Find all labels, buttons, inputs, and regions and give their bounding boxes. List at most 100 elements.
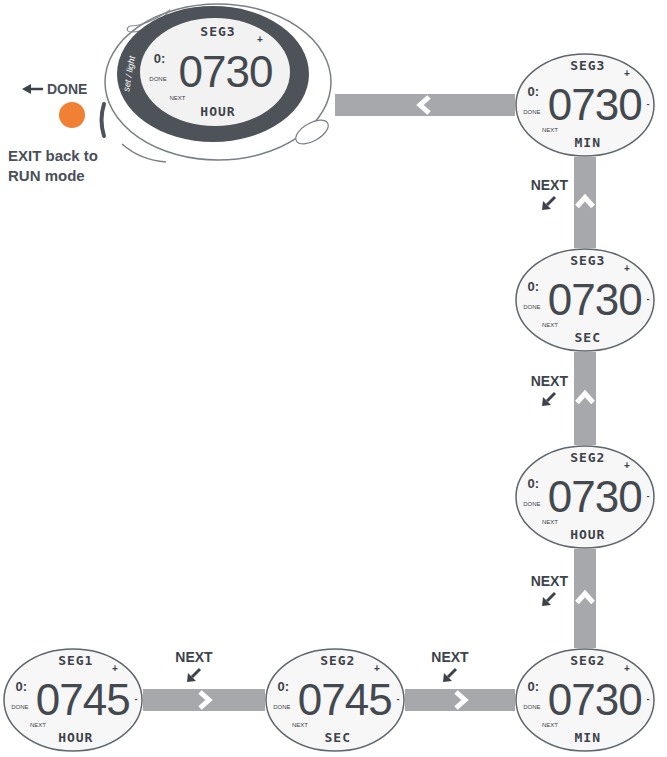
display-digits: 0730	[548, 83, 642, 127]
note-text: EXIT back to RUN mode	[8, 146, 108, 185]
display-zero: 0:	[277, 680, 289, 694]
watch-body: SEG30:0730HOUR+DONENEXTset / light	[100, 2, 335, 162]
next-arrow-icon	[442, 667, 458, 683]
display-done: DONE	[11, 704, 28, 711]
display-plus: +	[624, 263, 630, 274]
next-label: NEXT	[175, 650, 212, 665]
watch-display: SEG3 0: 0730MIN + DONE NEXT -	[515, 53, 655, 157]
connector-chevron	[577, 594, 593, 603]
next-arrow-icon	[541, 591, 557, 607]
display-done: DONE	[523, 304, 540, 311]
display-minus: -	[397, 695, 400, 705]
display-zero: 0:	[15, 680, 27, 694]
flow-connector	[335, 97, 515, 113]
display-minus: -	[135, 695, 138, 705]
flow-connector	[577, 352, 593, 445]
display-digits: 0745	[298, 678, 392, 722]
display-plus: +	[624, 68, 630, 79]
display-unit: HOUR	[200, 105, 235, 119]
edge-label: NEXT	[175, 650, 212, 683]
display-digits: 0730	[548, 278, 642, 322]
next-arrow-icon	[541, 195, 557, 211]
connector-band	[574, 157, 596, 248]
done-button	[59, 102, 85, 128]
display-seg: SEG1	[58, 654, 93, 668]
display-next: NEXT	[542, 127, 558, 134]
display-next: NEXT	[542, 722, 558, 729]
display-plus: +	[624, 663, 630, 674]
flow-connector	[143, 692, 265, 708]
connector-chevron	[456, 692, 465, 708]
connector-band	[574, 352, 596, 445]
button-label: DONE	[47, 80, 87, 98]
display-done: DONE	[149, 76, 166, 83]
connector-band	[335, 94, 515, 116]
connector-band	[143, 689, 265, 711]
display-next: NEXT	[169, 95, 185, 102]
display-seg: SEG3	[200, 25, 235, 39]
display-next: NEXT	[30, 722, 46, 729]
display-seg: SEG3	[570, 59, 605, 73]
watch-display: SEG2 0: 0745SEC + DONE NEXT -	[265, 648, 405, 752]
flow-connector	[577, 549, 593, 648]
next-arrow-icon	[541, 391, 557, 407]
connector-chevron	[577, 394, 593, 403]
display-digits: 0730	[179, 50, 273, 94]
display-done: DONE	[273, 704, 290, 711]
display-seg: SEG2	[320, 654, 355, 668]
display-zero: 0:	[527, 85, 539, 99]
flow-connector	[577, 157, 593, 248]
edge-label: NEXT	[531, 374, 568, 407]
display-digits: 0730	[548, 475, 642, 519]
connector-band	[574, 549, 596, 648]
display-plus: +	[374, 663, 380, 674]
display-minus: -	[647, 295, 650, 305]
display-zero: 0:	[154, 52, 166, 66]
display-done: DONE	[523, 501, 540, 508]
edge-label: NEXT	[531, 178, 568, 211]
next-label: NEXT	[431, 650, 468, 665]
display-digits: 0745	[36, 678, 130, 722]
connector-band	[405, 689, 515, 711]
next-label: NEXT	[531, 374, 568, 389]
done-arrow	[22, 84, 43, 94]
display-seg: SEG3	[570, 254, 605, 268]
connector-chevron	[420, 97, 429, 113]
next-label: NEXT	[531, 574, 568, 589]
watch-display: SEG2 0: 0730HOUR + DONE NEXT -	[515, 445, 655, 549]
display-next: NEXT	[542, 519, 558, 526]
next-label: NEXT	[531, 178, 568, 193]
display-minus: -	[647, 695, 650, 705]
edge-label: NEXT	[531, 574, 568, 607]
watch-display: SEG30:0730SEC+DONENEXT-	[515, 248, 655, 352]
display-unit: HOUR	[58, 731, 93, 745]
display-minus: -	[647, 492, 650, 502]
display-zero: 0:	[527, 477, 539, 491]
next-arrow-icon	[186, 667, 202, 683]
display-seg: SEG2	[570, 654, 605, 668]
display-zero: 0:	[527, 680, 539, 694]
edge-label: NEXT	[431, 650, 468, 683]
display-zero: 0:	[527, 280, 539, 294]
watch-display: SEG1 0: 0745HOUR + DONE NEXT -	[3, 648, 143, 752]
watch-display: SEG3 0: 0730HOUR + DONE NEXT	[140, 18, 290, 126]
display-next: NEXT	[292, 722, 308, 729]
watch-display: SEG2 0: 0730MIN + DONE NEXT -	[515, 648, 655, 752]
display-plus: +	[624, 460, 630, 471]
display-unit: MIN	[575, 136, 601, 150]
display-unit: HOUR	[570, 528, 605, 542]
display-done: DONE	[523, 109, 540, 116]
display-seg: SEG2	[570, 451, 605, 465]
display-done: DONE	[523, 704, 540, 711]
display-unit: MIN	[575, 731, 601, 745]
display-plus: +	[257, 34, 263, 45]
connector-chevron	[577, 198, 593, 207]
display-plus: +	[112, 663, 118, 674]
flow-connector	[405, 692, 515, 708]
display-minus: -	[647, 100, 650, 110]
display-digits: 0730	[548, 678, 642, 722]
display-unit: SEC	[325, 731, 351, 745]
display-next: NEXT	[542, 322, 558, 329]
